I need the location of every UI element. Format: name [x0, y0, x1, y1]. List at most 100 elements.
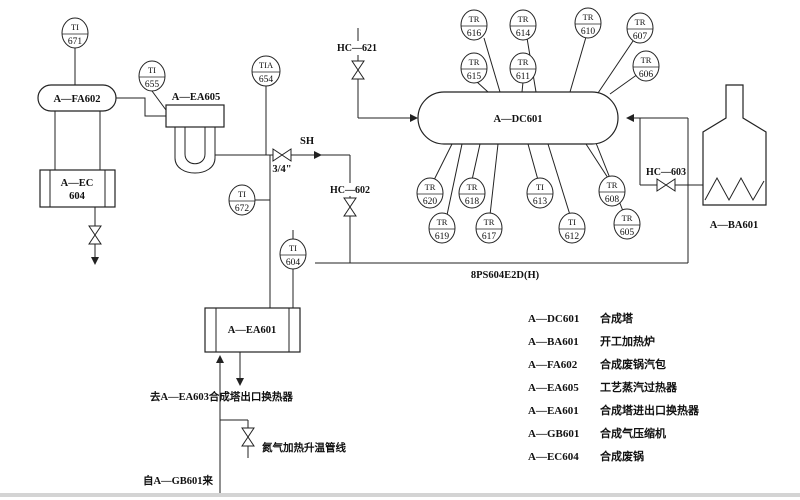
instrument-bubble: TI 655 — [138, 60, 166, 92]
arrow-sh-flow — [314, 151, 322, 159]
svg-text:654: 654 — [259, 75, 274, 85]
label-fa602: A—FA602 — [53, 94, 100, 105]
label-sh: SH — [300, 136, 314, 147]
svg-text:TR: TR — [583, 12, 594, 22]
label-hc621: HC—621 — [337, 43, 377, 54]
leader — [585, 143, 609, 179]
vessel-ba601 — [702, 84, 767, 206]
label-ba601: A—BA601 — [710, 220, 758, 231]
svg-text:607: 607 — [633, 32, 648, 42]
svg-text:TI: TI — [148, 65, 156, 75]
vessel-dc601 — [417, 91, 619, 145]
svg-text:606: 606 — [639, 70, 654, 80]
leader — [521, 81, 524, 93]
svg-text:614: 614 — [516, 29, 531, 39]
legend-name: 工艺蒸汽过热器 — [600, 380, 678, 394]
svg-text:672: 672 — [235, 204, 250, 214]
legend-code: A—EA601 — [528, 405, 579, 417]
leader — [547, 143, 571, 216]
instrument-bubble: TI 672 — [228, 184, 256, 216]
svg-text:619: 619 — [435, 232, 450, 242]
svg-text:605: 605 — [620, 228, 635, 238]
valve-hc621 — [351, 60, 365, 80]
leader — [471, 143, 481, 181]
leader — [446, 143, 463, 216]
pipe-n2 — [220, 419, 249, 458]
legend-name: 合成废锅 — [600, 449, 644, 463]
svg-text:671: 671 — [68, 37, 83, 47]
svg-text:TR: TR — [467, 182, 478, 192]
svg-text:613: 613 — [533, 197, 548, 207]
valve-n2 — [241, 427, 255, 447]
svg-text:604: 604 — [286, 258, 301, 268]
arrow-from-gb601 — [216, 355, 224, 363]
leader — [569, 36, 587, 93]
leader-lines — [433, 36, 639, 216]
svg-text:TR: TR — [469, 57, 480, 67]
legend: A—DC601 合成塔 A—BA601 开工加热炉 A—FA602 合成废锅汽包… — [528, 311, 700, 463]
legend-code: A—GB601 — [528, 428, 579, 440]
leader — [597, 40, 634, 94]
vessel-ec604 — [39, 169, 116, 208]
valve-ec604-drain — [88, 225, 102, 245]
svg-text:TI: TI — [536, 182, 544, 192]
legend-name: 合成塔 — [600, 311, 634, 325]
leader — [483, 37, 501, 93]
valve-hc603 — [656, 178, 676, 192]
instrument-bubble: TI 671 — [61, 17, 89, 49]
bottom-border — [0, 493, 800, 497]
svg-text:616: 616 — [467, 29, 482, 39]
label-ec604: A—EC — [61, 178, 94, 189]
svg-text:655: 655 — [145, 80, 160, 90]
svg-text:TI: TI — [568, 217, 576, 227]
label-ea605: A—EA605 — [172, 92, 220, 103]
instrument-bubble: TR 616 — [460, 9, 488, 41]
instrument-bubble: TI 612 — [558, 212, 586, 244]
annotations: SH 3/4" 8PS604E2D(H) 去A—EA603合成塔出口换热器 氮气… — [143, 136, 540, 487]
leader — [609, 73, 639, 95]
svg-text:615: 615 — [467, 72, 482, 82]
arrow-into-dc601-right — [626, 114, 634, 122]
arrow-to-ea603 — [236, 378, 244, 386]
instrument-bubble: TR 618 — [458, 177, 486, 209]
valves: HC—621 HC—602 HC—603 — [88, 43, 686, 447]
label-ea601: A—EA601 — [228, 325, 276, 336]
ba601-coil — [704, 176, 765, 202]
leader — [527, 143, 539, 181]
flow-arrows — [91, 114, 634, 386]
svg-text:TR: TR — [484, 217, 495, 227]
legend-code: A—DC601 — [528, 313, 579, 325]
svg-text:TI: TI — [238, 189, 246, 199]
label-hc603: HC—603 — [646, 167, 686, 178]
legend-name: 合成塔进出口换热器 — [600, 403, 700, 417]
svg-text:618: 618 — [465, 197, 480, 207]
legend-code: A—BA601 — [528, 336, 579, 348]
label-ec604: 604 — [69, 191, 86, 202]
label-dc601: A—DC601 — [494, 114, 543, 125]
leader — [476, 81, 489, 93]
svg-text:TI: TI — [71, 22, 79, 32]
label-hc602: HC—602 — [330, 185, 370, 196]
svg-text:617: 617 — [482, 232, 497, 242]
svg-text:611: 611 — [516, 72, 530, 82]
svg-text:612: 612 — [565, 232, 580, 242]
pipe-hc621 — [357, 28, 414, 119]
ea605-utube — [184, 127, 206, 165]
svg-text:TR: TR — [469, 14, 480, 24]
pipe — [116, 97, 166, 117]
label-to-ea603: 去A—EA603合成塔出口换热器 — [150, 390, 293, 403]
label-valve-size: 3/4" — [272, 164, 291, 175]
legend-name: 合成气压缩机 — [600, 426, 666, 440]
